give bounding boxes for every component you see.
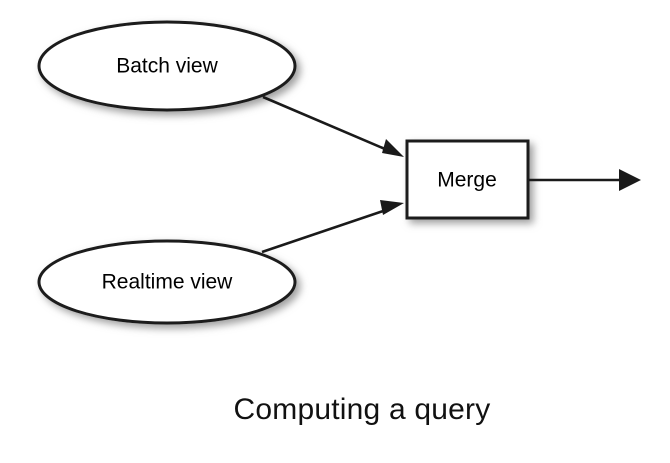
batch-view-ellipse xyxy=(37,20,297,112)
edge-merge-to-output xyxy=(529,169,641,191)
node-batch-view[interactable]: Batch view xyxy=(37,20,297,112)
edge-realtime-to-merge-arrowhead xyxy=(380,200,404,215)
edge-batch-to-merge-arrowhead xyxy=(382,139,404,157)
batch-view-label: Batch view xyxy=(116,55,218,78)
realtime-view-ellipse xyxy=(37,239,297,325)
realtime-view-label: Realtime view xyxy=(102,271,234,294)
merge-rectangle xyxy=(405,139,530,220)
node-realtime-view[interactable]: Realtime view xyxy=(37,239,297,325)
edge-batch-to-merge-line xyxy=(262,95,393,154)
merge-label: Merge xyxy=(437,169,497,192)
edge-batch-to-merge xyxy=(262,95,404,157)
edge-realtime-to-merge xyxy=(261,200,404,254)
edge-merge-to-output-arrowhead xyxy=(619,169,641,191)
diagram-caption: Computing a query xyxy=(234,393,491,426)
edge-realtime-to-merge-line xyxy=(261,206,393,254)
node-merge[interactable]: Merge xyxy=(405,139,530,220)
